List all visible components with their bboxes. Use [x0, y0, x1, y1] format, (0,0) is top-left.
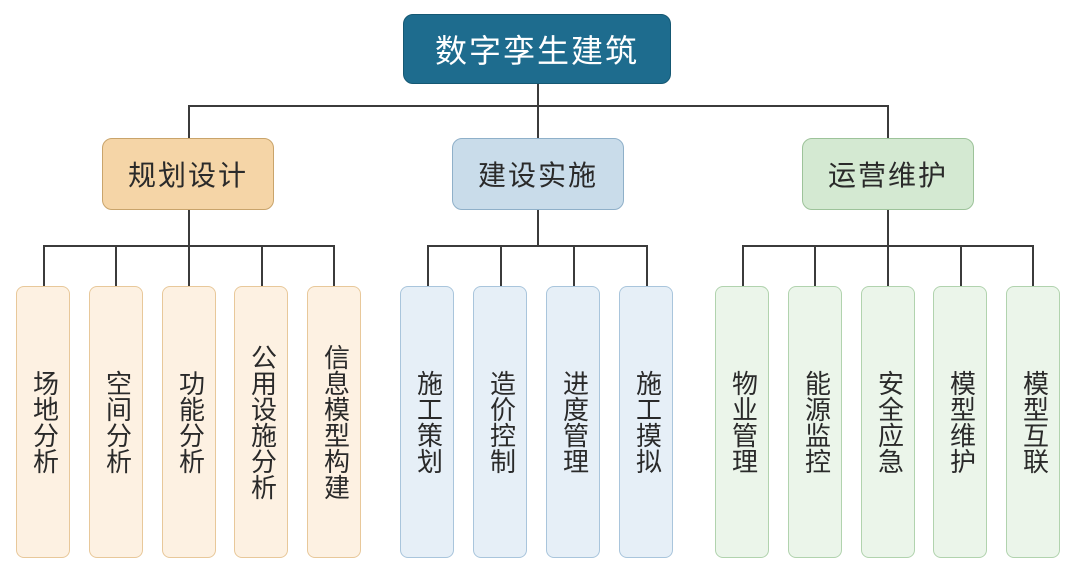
- connector-build-bus: [427, 245, 648, 247]
- connector-ops-drop-2: [814, 245, 816, 287]
- connector-ops-drop-5: [1032, 245, 1034, 287]
- leaf-property-management: 物业管理: [715, 286, 769, 558]
- connector-build-drop-2: [500, 245, 502, 287]
- connector-plan-drop-4: [261, 245, 263, 287]
- root-node: 数字孪生建筑: [403, 14, 671, 84]
- connector-build-drop-1: [427, 245, 429, 287]
- leaf-site-analysis: 场地分析: [16, 286, 70, 558]
- connector-build-stem: [537, 210, 539, 246]
- connector-to-build: [537, 105, 539, 139]
- connector-build-drop-4: [646, 245, 648, 287]
- connector-ops-stem: [887, 210, 889, 246]
- connector-plan-drop-1: [43, 245, 45, 287]
- connector-plan-stem: [188, 210, 190, 246]
- leaf-information-model: 信息模型构建: [307, 286, 361, 558]
- connector-root-stem: [537, 84, 539, 106]
- leaf-construction-simulation: 施工摸拟: [619, 286, 673, 558]
- leaf-safety-emergency: 安全应急: [861, 286, 915, 558]
- leaf-energy-monitoring: 能源监控: [788, 286, 842, 558]
- connector-build-drop-3: [573, 245, 575, 287]
- leaf-cost-control: 造价控制: [473, 286, 527, 558]
- leaf-space-analysis: 空间分析: [89, 286, 143, 558]
- connector-to-plan: [188, 105, 190, 139]
- connector-to-ops: [887, 105, 889, 139]
- connector-ops-drop-3: [887, 245, 889, 287]
- category-planning-design: 规划设计: [102, 138, 274, 210]
- leaf-model-interconnection: 模型互联: [1006, 286, 1060, 558]
- connector-ops-drop-1: [742, 245, 744, 287]
- category-construction: 建设实施: [452, 138, 624, 210]
- leaf-model-maintenance: 模型维护: [933, 286, 987, 558]
- connector-plan-drop-2: [115, 245, 117, 287]
- leaf-function-analysis: 功能分析: [162, 286, 216, 558]
- connector-plan-drop-5: [333, 245, 335, 287]
- leaf-schedule-management: 进度管理: [546, 286, 600, 558]
- leaf-construction-planning: 施工策划: [400, 286, 454, 558]
- category-operations: 运营维护: [802, 138, 974, 210]
- connector-plan-drop-3: [188, 245, 190, 287]
- leaf-utility-analysis: 公用设施分析: [234, 286, 288, 558]
- connector-ops-drop-4: [960, 245, 962, 287]
